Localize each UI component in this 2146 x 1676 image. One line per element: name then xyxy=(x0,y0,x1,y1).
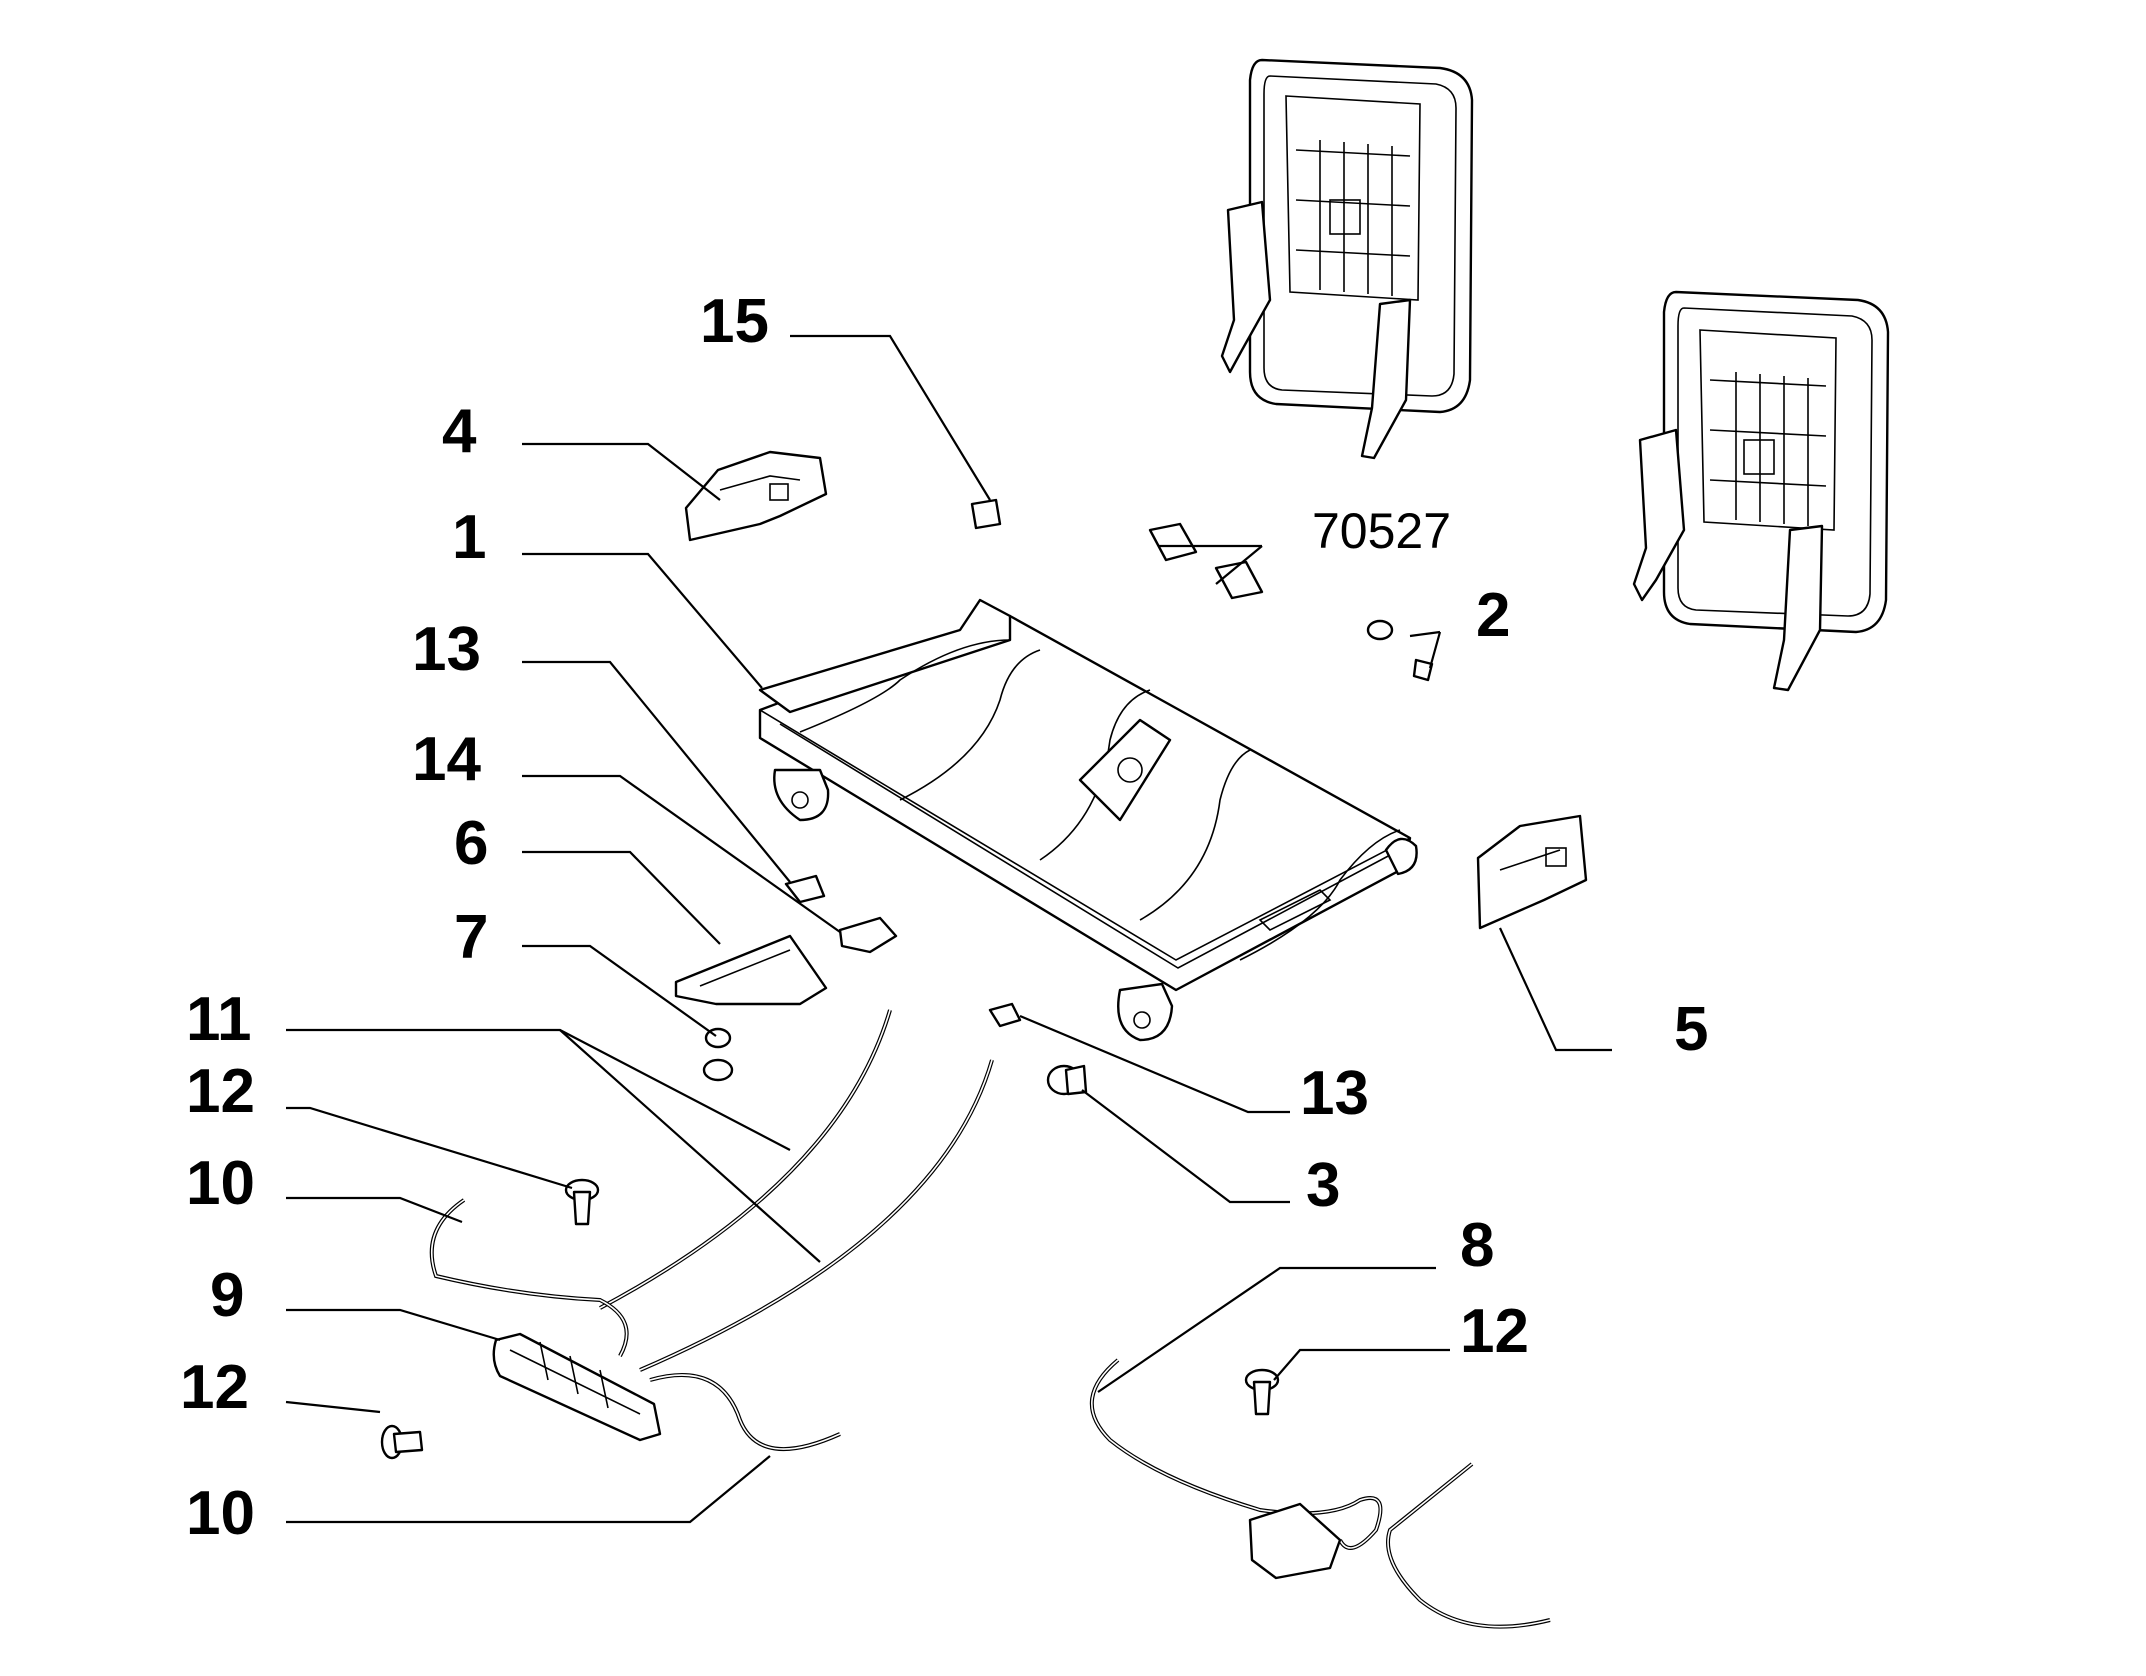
seat-back-frame-left xyxy=(1220,58,1474,460)
pin-part-3 xyxy=(1046,1064,1088,1096)
screws-part-2 xyxy=(1366,619,1434,682)
clip-part-15 xyxy=(970,498,1002,530)
leader-lines xyxy=(285,334,1612,1524)
callout-4: 4 xyxy=(442,397,477,466)
clips-part-13-14 xyxy=(784,874,1022,1028)
callout-15: 15 xyxy=(700,287,769,356)
callout-10-top: 10 xyxy=(186,1149,255,1218)
washer-part-7 xyxy=(702,1027,734,1082)
callout-12-left: 12 xyxy=(180,1353,249,1422)
callout-10-bottom: 10 xyxy=(186,1479,255,1548)
callout-14: 14 xyxy=(412,725,481,794)
bracket-part-5 xyxy=(1476,814,1588,930)
callout-2: 2 xyxy=(1476,581,1510,650)
seat-back-frame-right xyxy=(1632,290,1890,692)
seat-cushion-frame xyxy=(758,598,1418,1042)
callout-1: 1 xyxy=(452,503,486,572)
callout-13-upper: 13 xyxy=(412,615,481,684)
clip-70527 xyxy=(1148,522,1264,600)
callout-7: 7 xyxy=(454,903,488,972)
callout-8: 8 xyxy=(1460,1211,1494,1280)
callout-5: 5 xyxy=(1674,995,1708,1064)
lever-part-6 xyxy=(674,934,828,1006)
callout-3: 3 xyxy=(1306,1151,1340,1220)
callout-12-right: 12 xyxy=(1460,1297,1529,1366)
cables-part-10-11 xyxy=(429,1009,994,1452)
callout-12-top: 12 xyxy=(186,1057,255,1126)
cable-latch-part-8 xyxy=(1089,1358,1551,1629)
callout-13-lower: 13 xyxy=(1300,1059,1369,1128)
bracket-part-4 xyxy=(684,450,828,542)
callout-11: 11 xyxy=(186,985,252,1054)
callout-6: 6 xyxy=(454,809,488,878)
catalog-number: 70527 xyxy=(1312,503,1451,559)
handle-part-9 xyxy=(492,1332,662,1442)
callout-labels: 15 4 1 70527 2 13 14 6 7 5 11 13 12 3 10… xyxy=(180,287,1708,1548)
callout-9: 9 xyxy=(210,1261,244,1330)
bolts-part-12 xyxy=(380,1178,1280,1460)
